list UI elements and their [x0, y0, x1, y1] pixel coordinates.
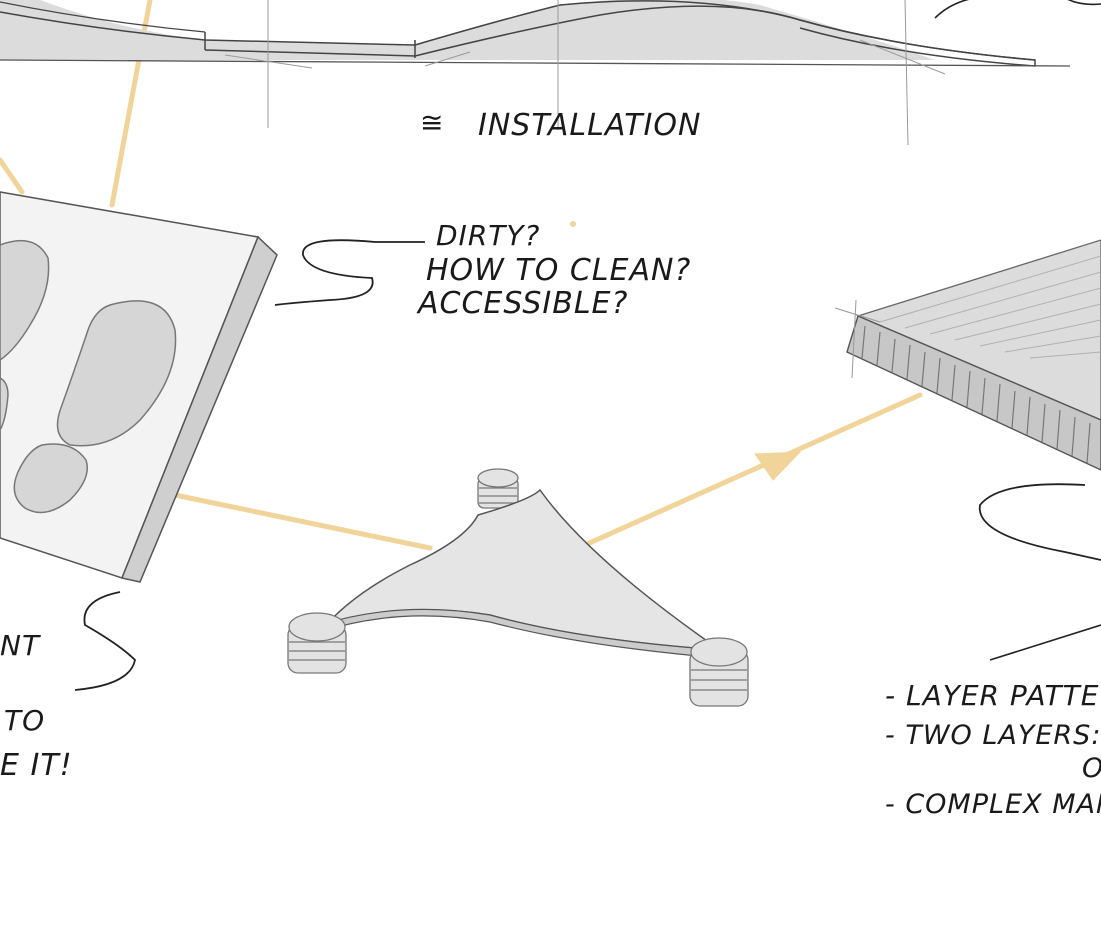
dirty-notes-bracket	[275, 240, 425, 305]
stand-foot-top	[478, 469, 518, 508]
stand-foot-right	[690, 638, 748, 706]
installation-label: INSTALLATION	[478, 108, 701, 143]
right-notes-bracket	[980, 484, 1101, 560]
two-layers-label: - TWO LAYERS: C	[885, 720, 1101, 751]
dirty-label: DIRTY?	[436, 219, 540, 252]
right-notes-leader	[990, 625, 1101, 660]
connector-mat-to-stand	[175, 495, 430, 548]
connector-topleft	[0, 160, 22, 192]
connector-stand-to-panel	[585, 395, 920, 545]
complex-label: - COMPLEX MAN	[885, 789, 1101, 820]
footprint-mat	[0, 192, 277, 582]
left-fragment-label-1: NT	[0, 629, 41, 662]
installation-symbol: ≅	[420, 106, 444, 139]
two-layers-cont-label: O	[1082, 753, 1101, 784]
left-fragment-label-2: TO	[4, 704, 45, 737]
corrugated-panel	[835, 240, 1101, 470]
left-notes-bracket	[75, 592, 135, 690]
dot-marker	[570, 221, 576, 227]
stand-foot-left	[288, 613, 346, 673]
accessible-label: ACCESSIBLE?	[416, 286, 628, 321]
how-to-clean-label: HOW TO CLEAN?	[426, 253, 691, 288]
layer-pattern-label: - LAYER PATTE	[885, 679, 1099, 712]
left-fragment-label-3: E IT!	[0, 748, 73, 783]
